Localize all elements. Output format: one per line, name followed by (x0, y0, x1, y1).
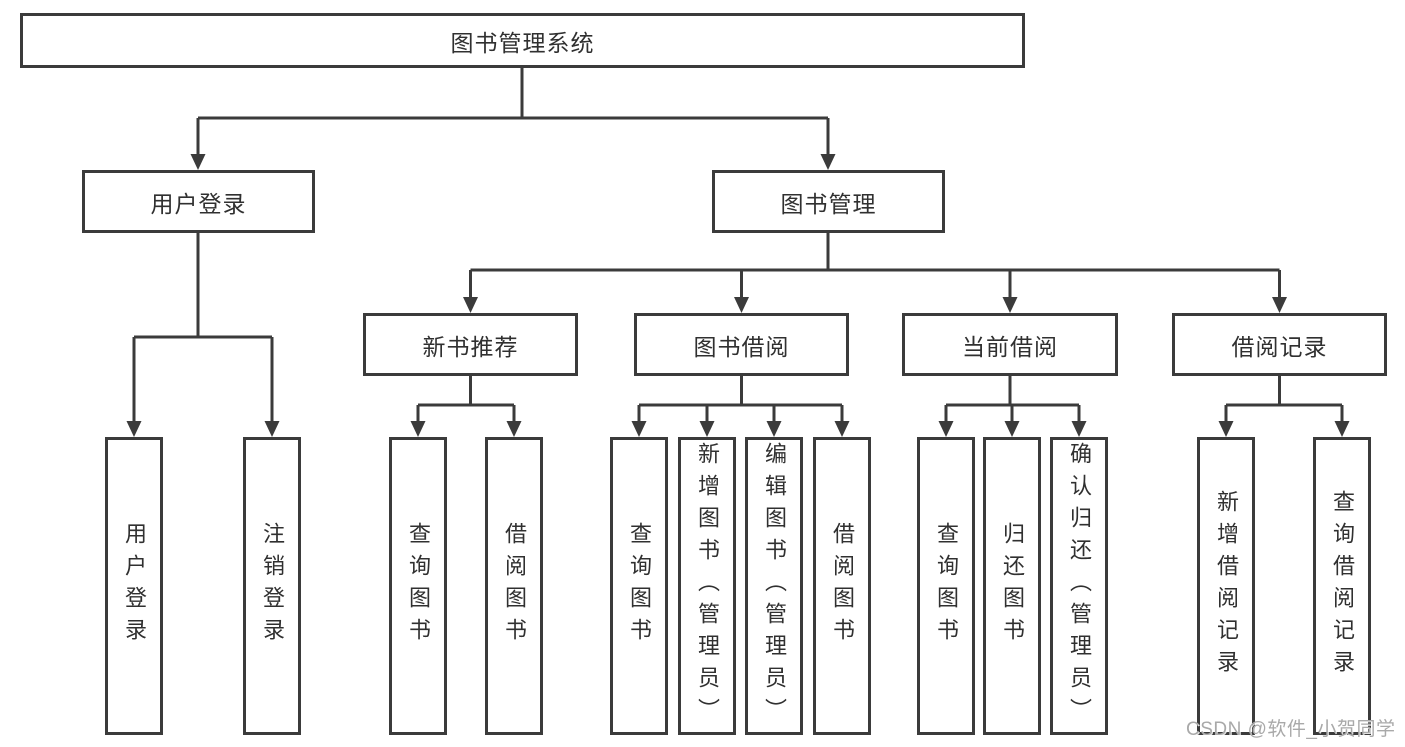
leaf-nbr-query-book-label: 查询图书 (406, 522, 431, 650)
connector-root (196, 68, 830, 157)
leaf-cb-return-book-label: 归还图书 (1000, 522, 1025, 650)
arrowhead (1071, 421, 1087, 437)
node-current-borrow: 当前借阅 (902, 313, 1118, 376)
watermark: CSDN @软件_小贺同学 (1186, 719, 1396, 740)
connector-current-borrow (944, 376, 1081, 423)
node-borrow-records-label: 借阅记录 (1231, 333, 1328, 360)
node-root: 图书管理系统 (20, 13, 1025, 68)
node-new-book-rec: 新书推荐 (363, 313, 578, 376)
leaf-logout: 注销登录 (243, 437, 301, 735)
leaf-nbr-borrow-book-label: 借阅图书 (502, 522, 527, 650)
node-borrow-records: 借阅记录 (1172, 313, 1387, 376)
arrowhead (1004, 421, 1020, 437)
leaf-br-add-record: 新增借阅记录 (1197, 437, 1255, 735)
leaf-cb-confirm-return-admin-label: 确认归还（管理员） (1067, 442, 1092, 730)
arrowhead (126, 421, 142, 437)
leaf-nbr-borrow-book: 借阅图书 (485, 437, 543, 735)
leaf-bb-add-book-admin-label: 新增图书（管理员） (695, 442, 720, 730)
leaf-cb-query-book: 查询图书 (917, 437, 975, 735)
arrowhead (766, 421, 782, 437)
connector-book-mgmt (469, 233, 1281, 299)
node-book-borrow: 图书借阅 (634, 313, 849, 376)
leaf-cb-confirm-return-admin: 确认归还（管理员） (1050, 437, 1108, 735)
node-current-borrow-label: 当前借阅 (962, 333, 1058, 360)
leaf-br-query-record-label: 查询借阅记录 (1330, 490, 1355, 682)
arrowhead (410, 421, 426, 437)
leaf-logout-label: 注销登录 (260, 522, 285, 650)
node-book-mgmt-label: 图书管理 (780, 190, 877, 217)
arrowhead (820, 154, 836, 170)
arrowhead (190, 154, 206, 170)
leaf-br-query-record: 查询借阅记录 (1313, 437, 1371, 735)
arrowhead (734, 297, 749, 313)
node-root-label: 图书管理系统 (450, 29, 595, 56)
arrowhead (1218, 421, 1234, 437)
node-user-login-label: 用户登录 (150, 190, 247, 217)
leaf-user-login: 用户登录 (105, 437, 163, 735)
leaf-br-add-record-label: 新增借阅记录 (1214, 490, 1239, 682)
arrowhead (463, 297, 478, 313)
arrowhead (631, 421, 647, 437)
arrowhead (506, 421, 522, 437)
leaf-bb-edit-book-admin: 编辑图书（管理员） (745, 437, 803, 735)
leaf-bb-add-book-admin: 新增图书（管理员） (678, 437, 736, 735)
leaf-cb-return-book: 归还图书 (983, 437, 1041, 735)
arrowhead (1334, 421, 1350, 437)
leaf-cb-query-book-label: 查询图书 (934, 522, 959, 650)
connector-new-book-rec (416, 376, 516, 423)
leaf-bb-query-book-label: 查询图书 (627, 522, 652, 650)
node-book-mgmt: 图书管理 (712, 170, 945, 233)
leaf-user-login-label: 用户登录 (122, 522, 147, 650)
arrowhead (1272, 297, 1287, 313)
leaf-bb-borrow-book: 借阅图书 (813, 437, 871, 735)
node-new-book-rec-label: 新书推荐 (422, 333, 519, 360)
arrowhead (938, 421, 954, 437)
node-user-login: 用户登录 (82, 170, 315, 233)
node-book-borrow-label: 图书借阅 (693, 333, 790, 360)
connector-borrow-records (1224, 376, 1344, 423)
arrowhead (834, 421, 850, 437)
leaf-bb-borrow-book-label: 借阅图书 (830, 522, 855, 650)
arrowhead (264, 421, 280, 437)
connector-user-login (132, 233, 274, 423)
arrowhead (1002, 297, 1018, 313)
leaf-bb-edit-book-admin-label: 编辑图书（管理员） (762, 442, 787, 730)
arrowhead (699, 421, 715, 437)
leaf-bb-query-book: 查询图书 (610, 437, 668, 735)
leaf-nbr-query-book: 查询图书 (389, 437, 447, 735)
connector-book-borrow (637, 376, 844, 423)
